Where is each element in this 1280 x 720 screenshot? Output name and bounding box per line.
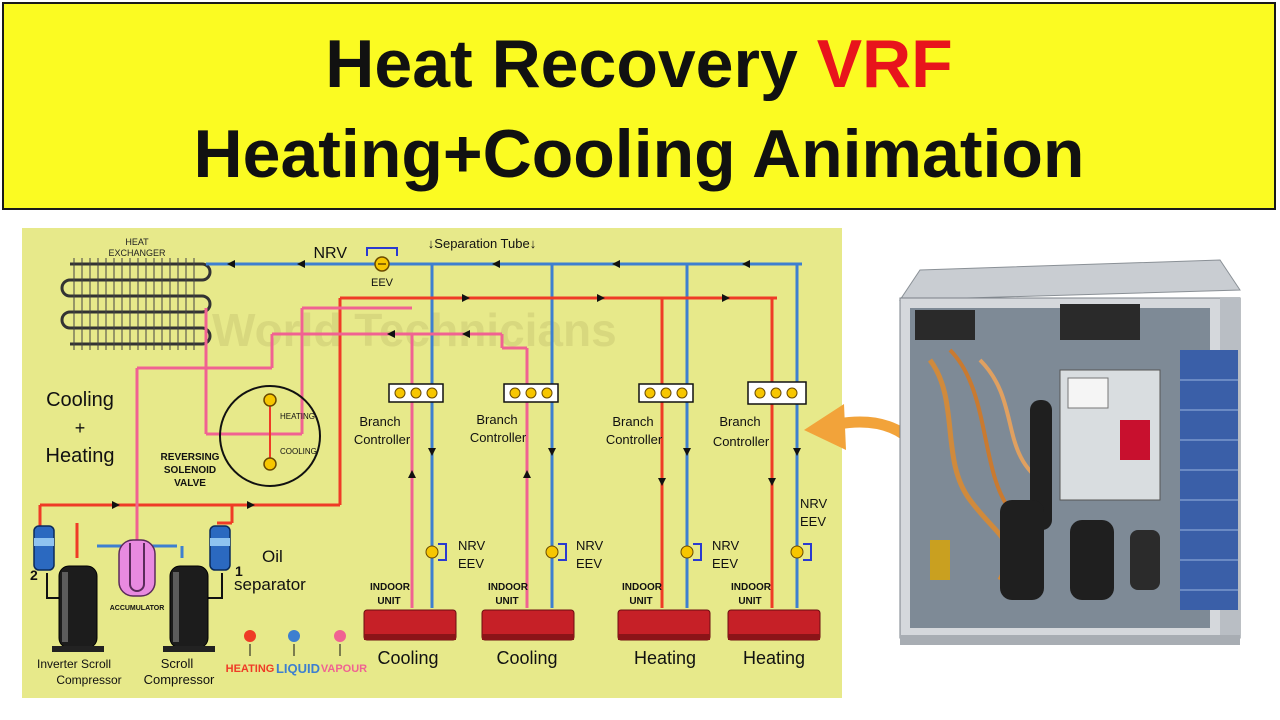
- branch-controller-3-label-1: Branch: [612, 414, 653, 429]
- indoor-unit-2-label-1: INDOOR: [488, 582, 529, 593]
- legend-heating-label: HEATING: [226, 663, 275, 675]
- indoor-unit-1-label-2: UNIT: [377, 596, 400, 607]
- indoor-unit-4-label-1: INDOOR: [731, 582, 772, 593]
- legend-heating-dot: [244, 630, 256, 642]
- indoor-valve-4-eev: EEV: [800, 514, 826, 529]
- indoor-unit-3-label-1: INDOOR: [622, 582, 663, 593]
- accumulator-label: ACCUMULATOR: [110, 605, 165, 612]
- mode-label: Cooling + Heating: [46, 389, 115, 467]
- accumulator: ACCUMULATOR: [110, 539, 165, 612]
- indoor-unit-1-label-1: INDOOR: [370, 582, 411, 593]
- oil-separator-label-1: Oil: [262, 547, 283, 566]
- valve-cooling-label: COOLING: [280, 447, 317, 456]
- indoor-valve-2: NRV EEV: [545, 538, 604, 571]
- indoor-unit-4-label-2: UNIT: [738, 596, 761, 607]
- heating-lines: [38, 296, 777, 608]
- branch-controller-1-label-1: Branch: [359, 414, 400, 429]
- indoor-valve-1-eev: EEV: [458, 556, 484, 571]
- indoor-unit-4: INDOOR UNIT Heating: [727, 582, 821, 668]
- legend-vapour-dot: [334, 630, 346, 642]
- branch-controller-2: Branch Controller: [470, 383, 559, 445]
- legend-liquid-label: LIQUID: [276, 661, 320, 676]
- branch-controller-2-label-1: Branch: [476, 412, 517, 427]
- inverter-compressor-label-2: Compressor: [56, 673, 121, 687]
- flow-arrows: [112, 260, 801, 509]
- mode-label-cooling: Cooling: [46, 389, 114, 411]
- legend-vapour-label: VAPOUR: [321, 663, 367, 675]
- legend: HEATING LIQUID VAPOUR: [226, 630, 367, 676]
- indoor-unit-4-mode: Heating: [743, 648, 805, 668]
- outdoor-vrf-unit: [880, 240, 1260, 680]
- mode-label-plus: +: [75, 418, 86, 438]
- title-banner: Heat Recovery VRF Heating+Cooling Animat…: [2, 2, 1276, 210]
- heat-exchanger-label-1: HEAT: [125, 237, 149, 247]
- branch-controller-4-label-1: Branch: [719, 414, 760, 429]
- legend-liquid-dot: [288, 630, 300, 642]
- heat-exchanger: HEAT EXCHANGER: [60, 237, 212, 350]
- indoor-unit-3-label-2: UNIT: [629, 596, 652, 607]
- mode-label-heating: Heating: [46, 445, 115, 467]
- title-prefix: Heat Recovery: [325, 26, 798, 102]
- vrf-diagram: World Technicians HEAT EXCHANGER: [22, 228, 842, 698]
- scroll-compressor: [163, 565, 215, 652]
- indoor-valve-3-eev: EEV: [712, 556, 738, 571]
- indoor-unit-2: INDOOR UNIT Cooling: [481, 582, 575, 668]
- compressor-number-2: 2: [30, 567, 38, 583]
- compressor-number-1: 1: [235, 563, 243, 579]
- inverter-compressor-label-1: Inverter Scroll: [37, 657, 111, 671]
- reversing-valve-label-2: SOLENOID: [164, 465, 216, 476]
- indoor-unit-2-label-2: UNIT: [495, 596, 518, 607]
- indoor-unit-1-mode: Cooling: [377, 648, 438, 668]
- reversing-solenoid-valve: HEATING COOLING REVERSING SOLENOID VALVE: [161, 385, 321, 489]
- scroll-compressor-label-1: Scroll: [161, 656, 194, 671]
- top-nrv-label: NRV: [314, 245, 348, 262]
- branch-controller-3: Branch Controller: [606, 383, 694, 447]
- indoor-unit-2-mode: Cooling: [496, 648, 557, 668]
- indoor-valve-3-nrv: NRV: [712, 538, 740, 553]
- separation-tube-label: ↓Separation Tube↓: [428, 236, 536, 251]
- indoor-valve-4: NRV EEV: [790, 496, 828, 561]
- oil-separator-left: [33, 525, 55, 571]
- branch-controller-3-label-2: Controller: [606, 432, 663, 447]
- indoor-unit-3: INDOOR UNIT Heating: [617, 582, 711, 668]
- indoor-valve-4-nrv: NRV: [800, 496, 828, 511]
- heat-exchanger-label-2: EXCHANGER: [108, 248, 166, 258]
- title-line-1: Heat Recovery VRF: [4, 26, 1274, 102]
- top-valve: NRV EEV ↓Separation Tube↓: [314, 236, 537, 289]
- title-accent: VRF: [816, 26, 953, 102]
- indoor-valve-2-nrv: NRV: [576, 538, 604, 553]
- reversing-valve-label-1: REVERSING: [161, 452, 220, 463]
- scroll-compressor-label-2: Compressor: [144, 672, 215, 687]
- branch-controller-2-label-2: Controller: [470, 430, 527, 445]
- indoor-valve-1-nrv: NRV: [458, 538, 486, 553]
- branch-controller-4: Branch Controller: [713, 381, 807, 449]
- inverter-scroll-compressor: [52, 565, 104, 652]
- branch-controller-1: Branch Controller: [354, 383, 444, 447]
- valve-heating-label: HEATING: [280, 412, 315, 421]
- indoor-unit-3-mode: Heating: [634, 648, 696, 668]
- oil-separator-right: [209, 525, 231, 571]
- indoor-valve-2-eev: EEV: [576, 556, 602, 571]
- watermark: World Technicians: [212, 304, 617, 356]
- oil-separator-label-2: separator: [234, 575, 306, 594]
- branch-controller-1-label-2: Controller: [354, 432, 411, 447]
- branch-controller-4-label-2: Controller: [713, 434, 770, 449]
- top-eev-label: EEV: [371, 277, 394, 289]
- reversing-valve-label-3: VALVE: [174, 478, 206, 489]
- indoor-valve-3: NRV EEV: [680, 538, 740, 571]
- indoor-unit-1: INDOOR UNIT Cooling: [363, 582, 457, 668]
- title-line-2: Heating+Cooling Animation: [193, 116, 1085, 192]
- indoor-valve-1: NRV EEV: [425, 538, 486, 571]
